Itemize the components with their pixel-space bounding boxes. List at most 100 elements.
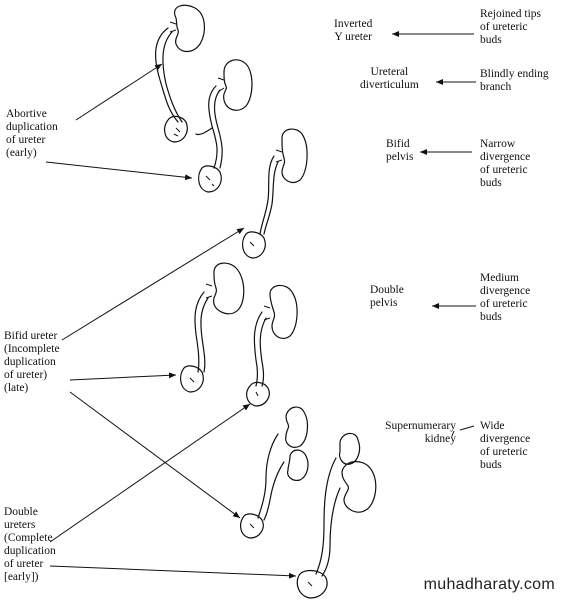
- label-line: buds: [480, 34, 502, 46]
- label-line: kidney: [424, 433, 456, 445]
- tick-wide-2: [451, 430, 455, 437]
- ureter-line: [213, 89, 223, 169]
- label-line: Wide: [480, 420, 505, 432]
- ureter-line: [257, 433, 279, 519]
- label-line: Ureteral: [370, 66, 409, 78]
- label-line: Rejoined tips: [480, 8, 542, 20]
- label-supernumerary-kidney: Supernumerary kidney: [360, 420, 456, 446]
- figure-double-ureters: [296, 432, 377, 599]
- label-wide-divergence: Wide divergence of ureteric buds: [480, 420, 530, 472]
- figure-supernumerary-kidney: [240, 406, 309, 539]
- label-line: branch: [480, 81, 512, 93]
- label-rejoined-tips: Rejoined tips of ureteric buds: [480, 8, 541, 47]
- label-line: of ureter: [6, 134, 46, 146]
- bladder-shape: [164, 115, 188, 143]
- arrow-bifid-3: [69, 391, 241, 519]
- label-line: of ureteric: [480, 298, 528, 310]
- label-line: buds: [480, 177, 502, 189]
- ureter-line: [263, 461, 285, 521]
- label-line: buds: [480, 311, 502, 323]
- label-line: duplication: [4, 356, 56, 368]
- label-line: divergence: [480, 285, 531, 297]
- label-double-ureters: Double ureters (Complete duplication of …: [4, 506, 56, 584]
- bladder-shape: [180, 365, 204, 393]
- label-line: Blindly ending: [480, 68, 549, 80]
- label-bifid-pelvis: Bifid pelvis: [386, 138, 413, 164]
- label-medium-divergence: Medium divergence of ureteric buds: [480, 272, 530, 324]
- bladder-shape: [246, 381, 270, 407]
- label-line: of ureter): [4, 369, 48, 381]
- label-line: duplication: [6, 121, 58, 133]
- label-double-pelvis: Double pelvis: [370, 284, 404, 310]
- ureter-line: [321, 487, 341, 577]
- tick-wide: [459, 425, 475, 431]
- ureter-line: [253, 311, 263, 387]
- kidney-shape: [281, 128, 308, 184]
- ureter-line: [208, 85, 218, 169]
- label-line: of ureteric: [480, 21, 528, 33]
- bladder-shape: [240, 513, 264, 539]
- arrow-abortive-2: [45, 161, 193, 181]
- kidney-lower: [287, 449, 309, 481]
- arrow-double-2: [49, 565, 297, 579]
- pointer-arrows: [45, 63, 297, 579]
- diverticulum-bud: [195, 127, 213, 136]
- kidney-upper: [338, 432, 361, 465]
- right-arrows: [392, 31, 476, 437]
- label-line: Abortive: [6, 108, 47, 120]
- figure-bifid-ureter-late: [246, 284, 298, 407]
- label-line: Y ureter: [334, 31, 372, 43]
- kidney-upper: [285, 406, 309, 448]
- label-narrow-divergence: Narrow divergence of ureteric buds: [480, 138, 530, 190]
- arrow-bifid-1: [61, 227, 245, 341]
- label-ureteral-diverticulum: Ureteral diverticulum: [360, 66, 419, 92]
- figure-bifid-pelvis: [242, 128, 308, 259]
- label-line: Supernumerary: [385, 420, 456, 432]
- ureter-line: [315, 457, 337, 575]
- label-line: of ureteric: [480, 164, 528, 176]
- watermark: muhadharaty.com: [423, 576, 555, 593]
- label-line: Bifid: [386, 138, 410, 150]
- label-line: (Incomplete: [4, 343, 60, 355]
- kidney-shape: [269, 284, 298, 339]
- kidney-lower: [341, 461, 377, 513]
- label-line: Double: [370, 284, 404, 296]
- label-line: pelvis: [370, 297, 398, 309]
- ureter-line: [162, 31, 183, 123]
- bladder-shape: [296, 569, 328, 599]
- label-line: divergence: [480, 151, 531, 163]
- kidney-shape: [222, 59, 253, 111]
- label-line: diverticulum: [360, 79, 419, 91]
- label-line: duplication: [4, 545, 56, 557]
- arrow-bifid-2: [69, 372, 177, 381]
- label-inverted-y-ureter: Inverted Y ureter: [334, 18, 372, 44]
- arrow-double-1: [49, 403, 251, 543]
- ureter-line: [259, 317, 267, 387]
- label-line: (late): [4, 382, 29, 394]
- kidney-shape: [174, 4, 205, 53]
- label-line: Double: [4, 506, 38, 518]
- figure-inverted-y-ureter: [155, 4, 205, 143]
- kidney-upper: [212, 262, 245, 315]
- ureter-line: [263, 161, 279, 235]
- label-line: Inverted: [334, 18, 373, 30]
- ureter-line: [259, 155, 275, 235]
- ureter-line: [155, 27, 179, 123]
- label-line: (Complete: [4, 532, 53, 544]
- ureter-line: [200, 297, 209, 373]
- arrow-abortive-1: [75, 63, 163, 121]
- ureter-line: [194, 291, 205, 373]
- label-blindly-ending-branch: Blindly ending branch: [480, 68, 549, 94]
- label-line: Bifid ureter: [4, 330, 58, 342]
- bladder-shape: [242, 231, 266, 259]
- label-line: Narrow: [480, 138, 516, 150]
- figure-double-pelvis: [180, 262, 245, 393]
- figure-ureteral-diverticulum: [195, 59, 253, 193]
- bladder-shape: [198, 165, 222, 193]
- label-abortive-duplication: Abortive duplication of ureter (early): [6, 108, 58, 160]
- label-line: pelvis: [386, 151, 414, 163]
- label-line: of ureteric: [480, 446, 528, 458]
- label-bifid-ureter: Bifid ureter (Incomplete duplication of …: [4, 330, 60, 395]
